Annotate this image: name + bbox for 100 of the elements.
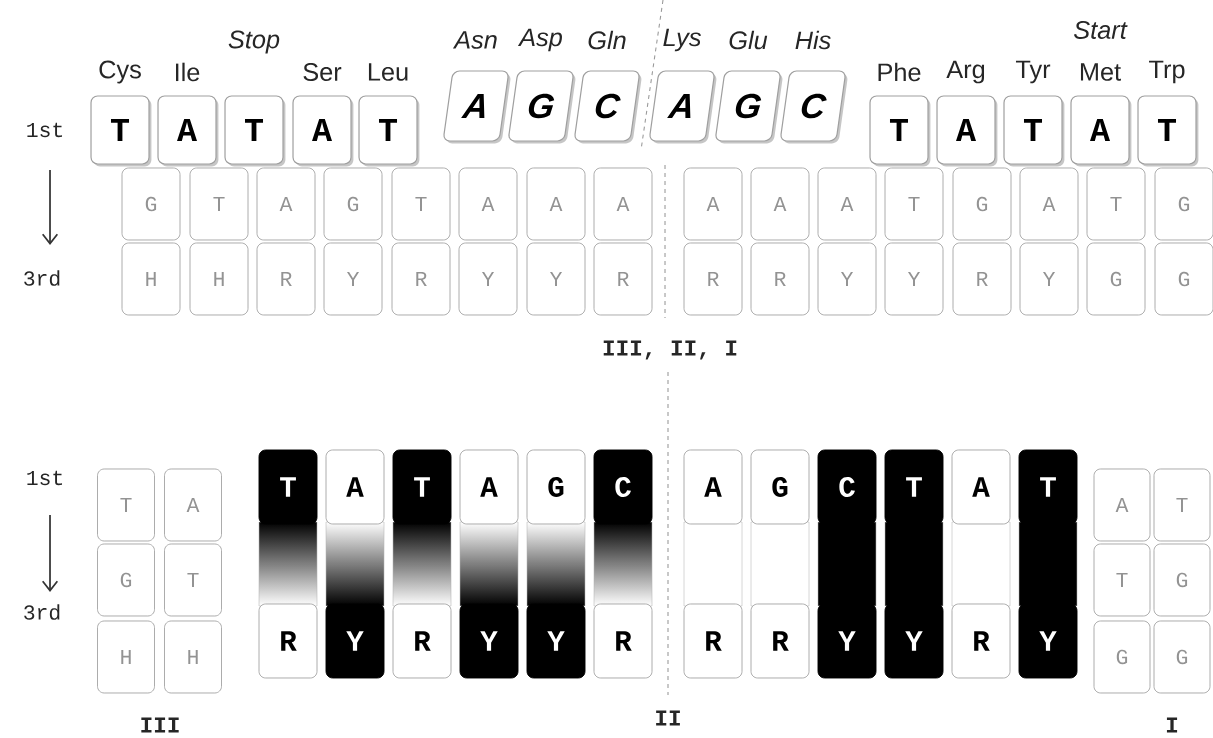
base-box: A <box>164 468 222 542</box>
base-box: R <box>951 603 1011 679</box>
base-box: R <box>683 603 743 679</box>
base-box: C <box>817 449 877 525</box>
shading-bar <box>1018 521 1078 607</box>
base-box: G <box>1153 620 1211 694</box>
base-box: G <box>1154 242 1213 316</box>
base-box: C <box>593 449 653 525</box>
base-box: R <box>593 603 653 679</box>
base-box: T <box>1003 95 1065 167</box>
shading-bar <box>683 521 743 607</box>
amino-acid-label: Glu <box>729 30 768 50</box>
base-box: R <box>750 242 810 316</box>
base-box: A <box>1070 95 1132 167</box>
amino-acid-label: Start <box>1073 21 1128 39</box>
shading-bar <box>593 521 653 607</box>
amino-acid-label: Cys <box>99 60 141 84</box>
base-box: Y <box>323 242 383 316</box>
base-box: R <box>750 603 810 679</box>
base-box: T <box>90 95 152 167</box>
row-label: 1st <box>27 122 62 138</box>
amino-acid-label: Gln <box>588 30 626 50</box>
base-box: H <box>97 620 155 694</box>
base-box: G <box>1093 620 1151 694</box>
base-box: G <box>1153 543 1211 617</box>
base-box: Y <box>884 242 944 316</box>
base-box: T <box>1093 543 1151 617</box>
base-box: A <box>936 95 998 167</box>
base-box: T <box>1137 95 1199 167</box>
shading-bar <box>884 521 944 607</box>
base-box: G <box>121 167 181 241</box>
base-box: T <box>884 449 944 525</box>
shading-bar <box>325 521 385 607</box>
base-box: G <box>508 70 576 144</box>
base-box: H <box>121 242 181 316</box>
row-label: 3rd <box>24 270 60 286</box>
base-box: Y <box>884 603 944 679</box>
base-box: Y <box>817 242 877 316</box>
base-box: A <box>683 167 743 241</box>
base-box: A <box>593 167 653 241</box>
base-box: T <box>258 449 318 525</box>
base-box: G <box>1086 242 1146 316</box>
base-box: G <box>750 449 810 525</box>
base-box: R <box>256 242 316 316</box>
base-box: T <box>97 468 155 542</box>
amino-acid-label: Asn <box>452 31 497 49</box>
base-box: Y <box>817 603 877 679</box>
base-box: A <box>1093 468 1151 542</box>
shading-bar <box>526 521 586 607</box>
amino-acid-label: Leu <box>368 63 408 81</box>
amino-acid-label: Tyr <box>1016 60 1051 84</box>
amino-acid-label: Ser <box>303 63 342 81</box>
base-box: C <box>574 70 642 144</box>
shading-bar <box>459 521 519 607</box>
base-box: T <box>392 449 452 525</box>
base-box: A <box>458 167 518 241</box>
base-box: T <box>1086 167 1146 241</box>
base-box: R <box>683 242 743 316</box>
amino-acid-label: Asp <box>517 28 562 52</box>
base-box: T <box>224 95 286 167</box>
base-box: T <box>869 95 931 167</box>
row-label: 1st <box>27 470 62 486</box>
group-label: II <box>656 710 680 726</box>
amino-acid-label: Met <box>1080 63 1121 81</box>
base-box: Y <box>1019 242 1079 316</box>
amino-acid-label: Arg <box>946 60 985 84</box>
base-box: A <box>750 167 810 241</box>
base-box: G <box>526 449 586 525</box>
base-box: A <box>951 449 1011 525</box>
base-box: T <box>1153 468 1211 542</box>
base-box: A <box>526 167 586 241</box>
shading-bar <box>258 521 318 607</box>
amino-acid-label: Trp <box>1149 60 1185 84</box>
base-box: R <box>258 603 318 679</box>
base-box: A <box>256 167 316 241</box>
base-box: A <box>157 95 219 167</box>
base-box: A <box>459 449 519 525</box>
amino-acid-label: His <box>795 30 831 50</box>
base-box: R <box>392 603 452 679</box>
base-box: A <box>649 70 717 144</box>
base-box: G <box>97 543 155 617</box>
amino-acid-label: Phe <box>878 62 921 82</box>
base-box: T <box>884 167 944 241</box>
base-box: A <box>325 449 385 525</box>
base-box: G <box>323 167 383 241</box>
base-box: Y <box>325 603 385 679</box>
base-box: C <box>780 70 848 144</box>
base-box: T <box>358 95 420 167</box>
base-box: H <box>164 620 222 694</box>
amino-acid-label: Stop <box>228 30 280 54</box>
group-label: III, II, I <box>603 340 737 360</box>
base-box: Y <box>526 603 586 679</box>
base-box: G <box>715 70 783 144</box>
shading-bar <box>817 521 877 607</box>
base-box: A <box>683 449 743 525</box>
base-box: Y <box>526 242 586 316</box>
amino-acid-label: Ile <box>175 62 200 82</box>
base-box: T <box>164 543 222 617</box>
base-box: Y <box>458 242 518 316</box>
base-box: Y <box>1018 603 1078 679</box>
